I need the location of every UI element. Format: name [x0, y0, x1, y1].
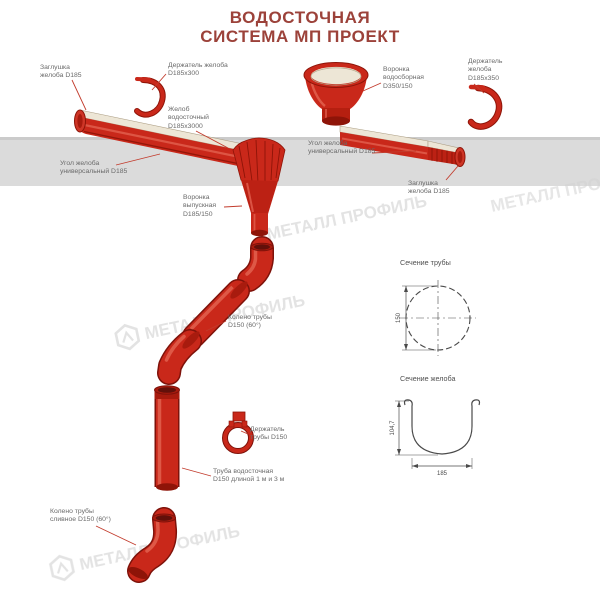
page-title: ВОДОСТОЧНАЯ СИСТЕМА МП ПРОЕКТ — [0, 8, 600, 46]
gutter-end-cap-left — [74, 109, 86, 133]
pipe-clamp — [222, 411, 254, 454]
pipe-elbow-lower — [157, 329, 202, 385]
label-collector-funnel: Воронка водосборная D350/150 — [383, 66, 424, 90]
gutter-left — [74, 109, 244, 167]
outlet-funnel — [232, 137, 286, 237]
gutter-height-dimension: 104,7 — [390, 420, 396, 436]
gutter-end-cap-right — [454, 147, 466, 167]
page-title-line2: СИСТЕМА МП ПРОЕКТ — [200, 27, 400, 46]
collector-funnel — [303, 62, 369, 126]
gutter-section-title: Сечение желоба — [400, 374, 456, 383]
label-gutter-hook-right: Держатель желоба D185х350 — [468, 58, 503, 82]
gutter-corner-right — [427, 140, 460, 165]
label-gutter: Желоб водосточный D185х3000 — [168, 106, 209, 130]
page-title-line1: ВОДОСТОЧНАЯ — [229, 8, 371, 27]
label-gutter-corner-left: Угол желоба универсальный D185 — [60, 160, 128, 176]
pipe-section-title: Сечение трубы — [400, 258, 451, 267]
label-gutter-end-cap-left: Заглушка желоба D185 — [40, 64, 82, 80]
leader-lines — [71, 73, 485, 546]
label-outlet-funnel: Воронка выпускная D185/150 — [183, 194, 217, 218]
gutter-hook-left — [134, 77, 166, 118]
label-pipe-clamp: Держатель трубы D150 — [250, 426, 288, 442]
pipe-diagonal — [182, 279, 250, 348]
gutter-right — [339, 125, 466, 167]
label-gutter-corner-right: Угол желоба универсальный D185 — [308, 140, 376, 156]
label-pipe-elbow: Колено трубы D150 (60°) — [228, 314, 272, 330]
label-gutter-hook-left: Держатель желоба D185х300 — [168, 62, 228, 78]
gutter-section-diagram: 104,7 185 — [390, 399, 481, 477]
watermarks: МЕТАЛЛ ПРОФИЛЬ МЕТАЛЛ ПРОФИЛЬ МЕТАЛЛ ПРО… — [49, 163, 600, 582]
label-downpipe: Труба водосточная D150 длиной 1 м и 3 м — [213, 468, 285, 484]
label-gutter-end-cap-right: Заглушка желоба D185 — [408, 180, 450, 196]
fascia-band — [0, 137, 600, 186]
label-drain-elbow: Колено трубы сливное D150 (60°) — [50, 508, 111, 524]
pipe-section-diagram: 150 — [396, 280, 476, 356]
downpipe-vertical — [154, 385, 180, 491]
drain-elbow — [127, 507, 178, 583]
pipe-elbow-upper — [237, 236, 274, 292]
pipe-diameter-dimension: 150 — [396, 312, 402, 323]
gutter-hook-right — [467, 84, 503, 130]
gutter-width-dimension: 185 — [437, 471, 448, 477]
metall-profil-logo-watermark — [49, 554, 75, 582]
metall-profil-logo-watermark — [114, 323, 141, 351]
watermark-text: МЕТАЛЛ ПРОФИЛЬ — [265, 191, 429, 244]
